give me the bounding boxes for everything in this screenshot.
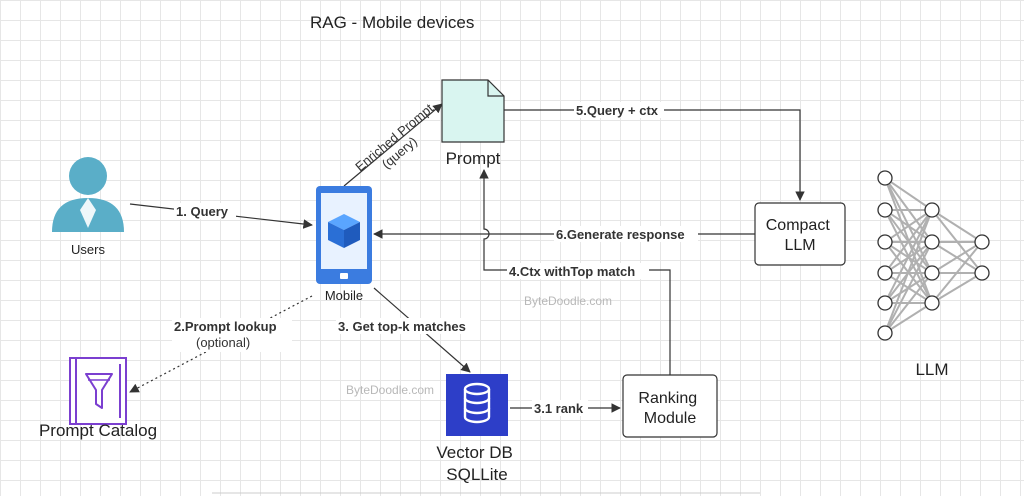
edge-label-ctx-top-match: 4.Ctx withTop match (509, 264, 635, 279)
users-label: Users (71, 242, 105, 257)
vector-db-node: Vector DB SQLLite (436, 374, 517, 484)
neural-network-neuron (877, 325, 893, 341)
llm-label: LLM (915, 360, 948, 379)
edge-label-generate-response: 6.Generate response (556, 227, 685, 242)
ranking-module-label: Ranking Module (638, 390, 701, 427)
neural-network-connection (884, 209, 933, 304)
neural-network-connection (884, 241, 933, 334)
prompt-catalog-label: Prompt Catalog (39, 421, 157, 440)
prompt-label: Prompt (446, 149, 501, 168)
neural-network-neuron (877, 170, 893, 186)
mobile-node: Mobile (316, 186, 372, 303)
watermark-1: ByteDoodle.com (524, 294, 612, 308)
edge-label-query-ctx: 5.Query + ctx (576, 103, 659, 118)
neural-network-connection (884, 177, 933, 211)
neural-network-connection (931, 241, 983, 274)
prompt-lookup-line2: (optional) (196, 335, 250, 350)
edge-generate-response: 6.Generate response (373, 226, 755, 242)
ranking-module-node: Ranking Module (622, 374, 718, 438)
llm-node: LLM (877, 170, 990, 379)
edge-label-query: 1. Query (176, 204, 229, 219)
neural-network-neuron (877, 202, 893, 218)
watermark-2: ByteDoodle.com (346, 383, 434, 397)
neural-network-neuron (924, 202, 940, 218)
edge-rank: 3.1 rank (510, 400, 621, 416)
edge-query: 1. Query (129, 203, 313, 229)
neural-network-connection (931, 241, 983, 304)
compact-llm-line2: LLM (784, 237, 815, 254)
mobile-label: Mobile (325, 288, 363, 303)
neural-network-neuron (877, 295, 893, 311)
neural-network-neuron (924, 234, 940, 250)
neural-network-connection (884, 302, 933, 334)
neural-network-connection (931, 209, 983, 243)
neural-network-connections (884, 177, 983, 334)
edge-label-enriched-prompt: Enriched Prompt (query) (352, 98, 448, 186)
compact-llm-node: Compact LLM (754, 202, 846, 266)
neural-network-neuron (974, 234, 990, 250)
prompt-catalog-node: Prompt Catalog (39, 357, 157, 440)
edge-label-rank: 3.1 rank (534, 401, 584, 416)
edge-label-top-k: 3. Get top-k matches (338, 319, 466, 334)
ranking-line1: Ranking (638, 390, 697, 407)
neural-network-neuron (974, 265, 990, 281)
edge-ctx-top-match: 4.Ctx withTop match (479, 169, 671, 375)
catalog-book-icon (69, 357, 127, 425)
users-node: Users (52, 157, 124, 257)
user-icon (52, 157, 124, 232)
neural-network-neuron (924, 265, 940, 281)
ranking-line2: Module (644, 410, 697, 427)
compact-llm-label: Compact LLM (766, 217, 834, 254)
prompt-node: Prompt (441, 79, 505, 168)
vector-db-line1: Vector DB (436, 443, 513, 462)
neural-network-connection (931, 272, 983, 304)
edge-prompt-lookup: 2.Prompt lookup (optional) (129, 295, 313, 393)
vector-db-label: Vector DB SQLLite (436, 443, 517, 484)
neural-network-icon (877, 170, 990, 341)
edge-top-k: 3. Get top-k matches (336, 287, 480, 373)
diagram-title: RAG - Mobile devices (310, 13, 474, 32)
neural-network-connection (884, 209, 933, 334)
edge-query-ctx: 5.Query + ctx (504, 102, 805, 201)
edge-enriched-prompt: Enriched Prompt (query) (343, 98, 448, 187)
edge-label-prompt-lookup: 2.Prompt lookup (optional) (174, 319, 280, 350)
neural-network-connection (884, 209, 933, 243)
compact-llm-line1: Compact (766, 217, 831, 234)
database-icon (463, 382, 491, 424)
mobile-phone-icon (316, 186, 372, 284)
neural-network-neuron (877, 265, 893, 281)
vector-db-line2: SQLLite (446, 465, 507, 484)
neural-network-neuron (877, 234, 893, 250)
neural-network-connection (884, 272, 933, 334)
neural-network-connection (884, 209, 933, 274)
neural-network-neuron (924, 295, 940, 311)
prompt-document-icon (441, 79, 505, 143)
prompt-lookup-line1: 2.Prompt lookup (174, 319, 277, 334)
